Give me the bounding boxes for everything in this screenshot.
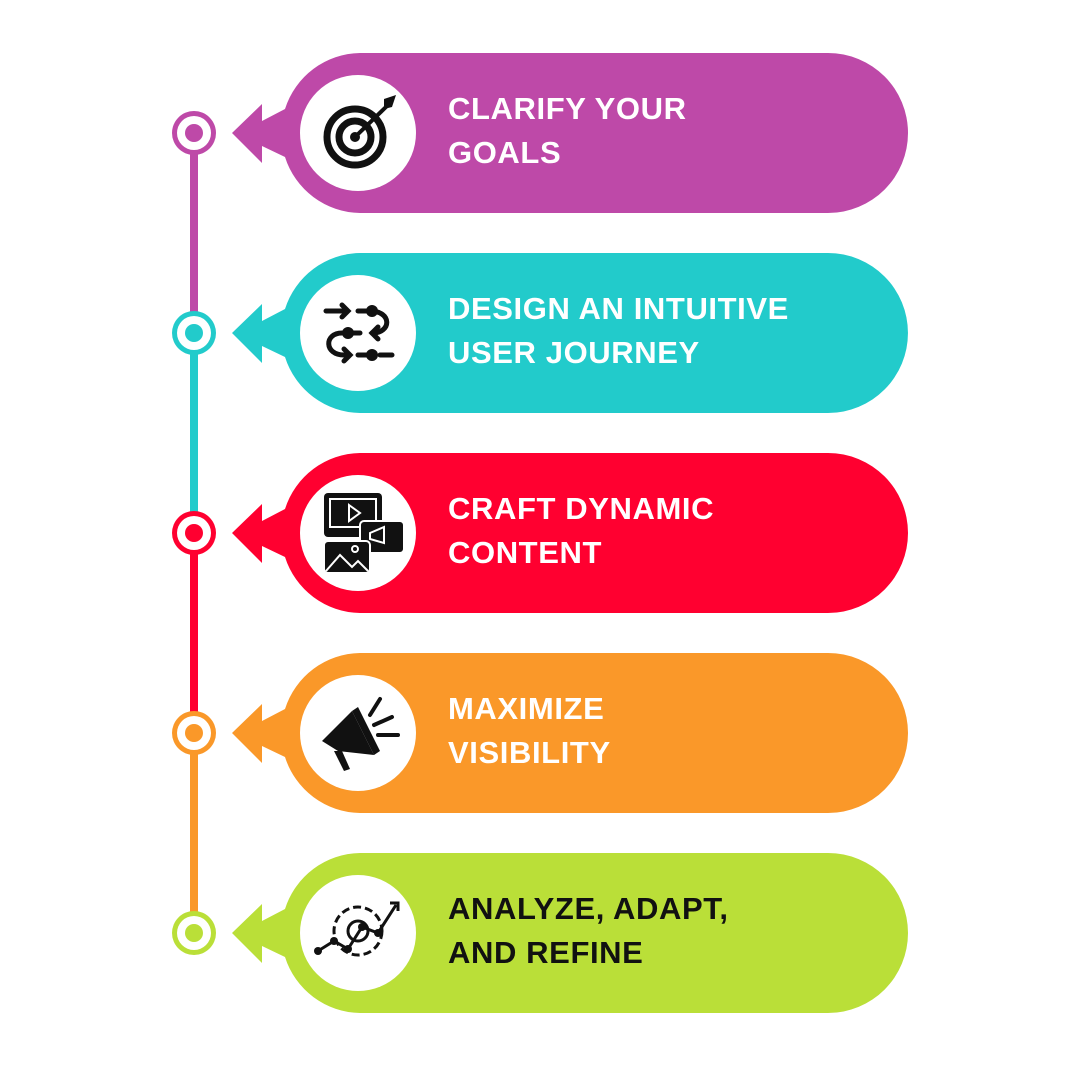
step-banner-shape xyxy=(232,253,908,413)
step-banner-shape xyxy=(232,653,908,813)
media-content-icon xyxy=(300,475,416,591)
timeline-marker-dot xyxy=(185,724,203,742)
timeline-marker-dot xyxy=(185,924,203,942)
target-icon xyxy=(300,75,416,191)
analytics-gear-icon xyxy=(300,875,416,991)
step-banner-shape xyxy=(232,453,908,613)
step-analyze-refine: ANALYZE, ADAPT,AND REFINE xyxy=(0,853,1080,1013)
step-banner-shape xyxy=(232,53,908,213)
user-journey-flow-icon xyxy=(300,275,416,391)
step-banner-shape xyxy=(232,853,908,1013)
timeline-marker-dot xyxy=(185,524,203,542)
step-label: ANALYZE, ADAPT,AND REFINE xyxy=(448,891,729,970)
megaphone-icon xyxy=(300,675,416,791)
timeline-marker-dot xyxy=(185,324,203,342)
timeline-marker-dot xyxy=(185,124,203,142)
